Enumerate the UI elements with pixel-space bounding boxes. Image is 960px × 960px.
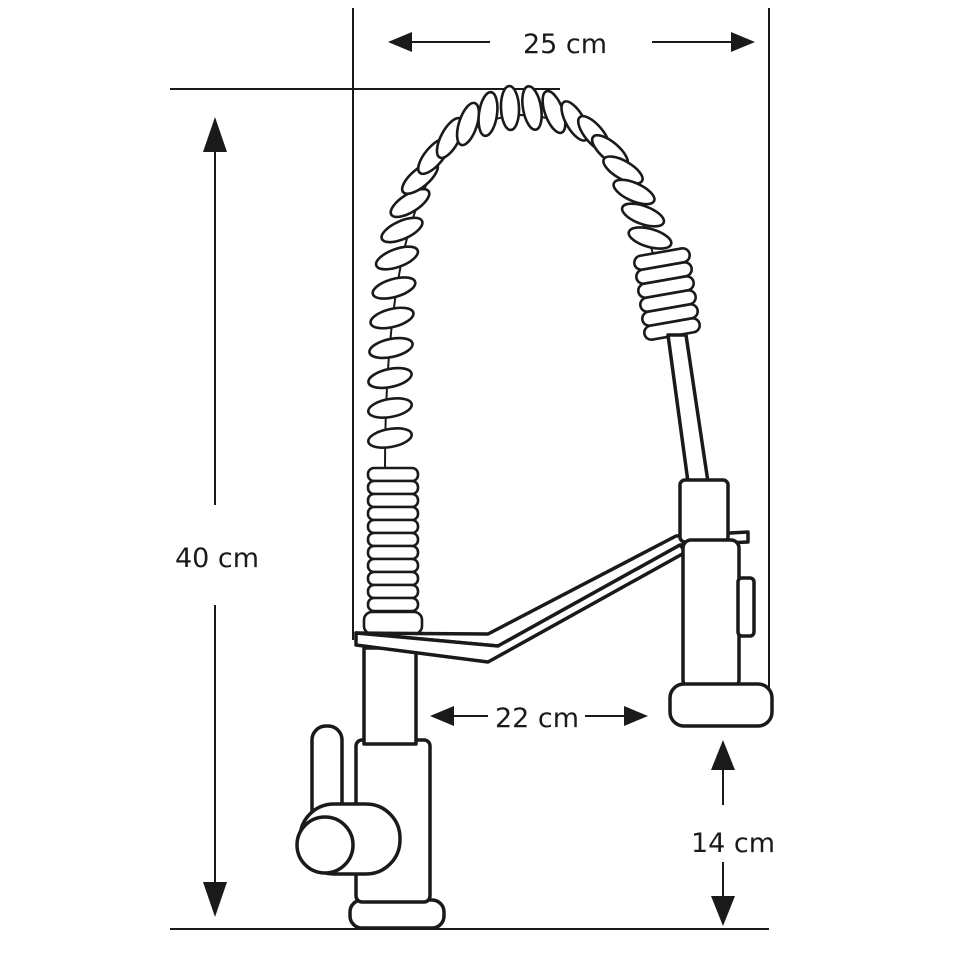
width-dimension: 25 cm [388,29,755,60]
arrow-up-icon [203,117,227,152]
upper-stem [362,646,418,746]
height-label: 40 cm [175,543,259,574]
height-dimension: 40 cm [175,117,259,917]
faucet-drawing [295,84,774,930]
arrow-left-icon [388,32,412,52]
reach-dimension: 22 cm [430,703,648,734]
arrow-right-icon [624,706,648,726]
arrow-left-icon [430,706,454,726]
spray-head-body [681,538,741,690]
spray-button [736,576,756,638]
handle-cap [295,815,355,875]
spray-head-nozzle [668,682,774,728]
width-label: 25 cm [523,29,607,60]
spring-coil [366,84,673,449]
upper-coil [633,247,701,341]
reference-lines [170,8,770,930]
base-flange [348,898,446,930]
spout-height-label: 14 cm [691,828,775,859]
arrow-up-icon [711,740,735,770]
arrow-right-icon [731,32,755,52]
spout-height-dimension: 14 cm [691,740,775,926]
reach-label: 22 cm [495,703,579,734]
spray-head-top [678,478,730,544]
lower-coil [362,466,424,636]
arrow-down-icon [711,896,735,926]
spray-hose [666,333,710,484]
arrow-down-icon [203,882,227,917]
